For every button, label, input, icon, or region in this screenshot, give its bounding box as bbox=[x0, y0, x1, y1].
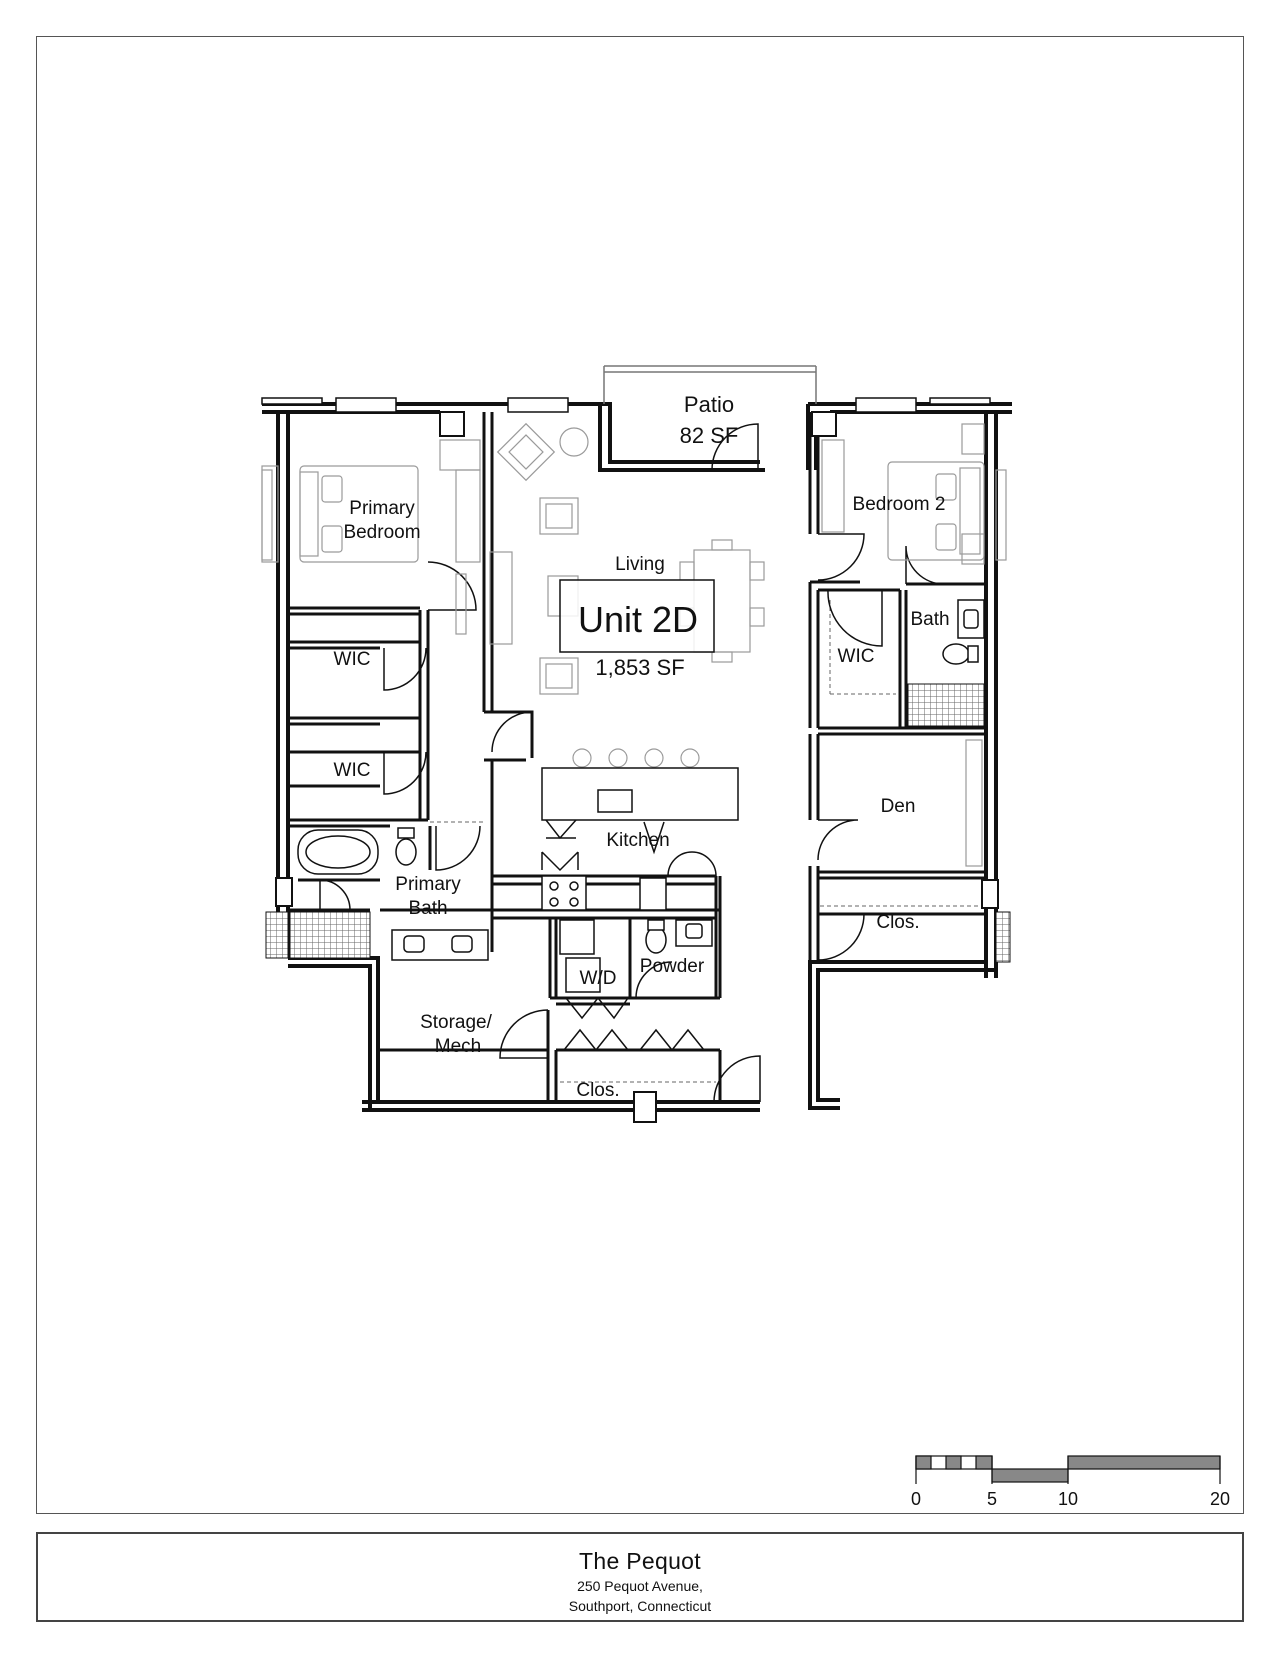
unit-label-box bbox=[559, 579, 715, 653]
unit-name: Unit 2D bbox=[578, 599, 698, 640]
scale-tick-0: 0 bbox=[911, 1489, 921, 1509]
kitchen-fixtures bbox=[541, 767, 739, 911]
closet-label-right: Clos. bbox=[876, 912, 919, 933]
sheet-frame bbox=[36, 36, 1244, 1514]
scale-tick-20: 20 bbox=[1210, 1489, 1230, 1509]
primary-bedroom-label-line2: Bedroom bbox=[343, 522, 420, 543]
kitchen-label: Kitchen bbox=[606, 830, 669, 851]
wic-label-3: WIC bbox=[838, 646, 875, 667]
primary-bath-label-line1: Primary bbox=[395, 874, 461, 895]
scale-tick-10: 10 bbox=[1058, 1489, 1078, 1509]
bath-fixtures bbox=[297, 599, 985, 993]
storage-mech-label-line2: Mech bbox=[435, 1036, 481, 1057]
columns bbox=[275, 411, 999, 1123]
scale-bar: 0 5 10 20 bbox=[911, 1455, 1230, 1509]
storage-mech-label-line1: Storage/ bbox=[420, 1012, 493, 1033]
powder-label: Powder bbox=[640, 956, 705, 977]
windows bbox=[261, 397, 991, 413]
address-line-1: 250 Pequot Avenue, bbox=[577, 1578, 703, 1594]
bedroom-2-label: Bedroom 2 bbox=[853, 494, 946, 515]
door-swings bbox=[319, 423, 945, 1103]
primary-bedroom-label-line1: Primary bbox=[349, 498, 415, 519]
patio-area: 82 SF bbox=[680, 423, 739, 448]
closet-label-bottom: Clos. bbox=[576, 1080, 619, 1101]
wd-label: W/D bbox=[580, 968, 617, 989]
title-block: The Pequot 250 Pequot Avenue, Southport,… bbox=[36, 1532, 1244, 1622]
living-label: Living bbox=[615, 554, 665, 575]
address-line-2: Southport, Connecticut bbox=[568, 1598, 712, 1614]
wic-label-2: WIC bbox=[334, 760, 371, 781]
primary-bath-label-line2: Bath bbox=[408, 898, 447, 919]
den-label: Den bbox=[881, 796, 916, 817]
patio-railing bbox=[603, 365, 817, 404]
unit-area: 1,853 SF bbox=[595, 655, 684, 680]
dashed-lines bbox=[430, 600, 984, 1083]
patio-label: Patio bbox=[684, 392, 734, 417]
scale-tick-5: 5 bbox=[987, 1489, 997, 1509]
wic-label-1: WIC bbox=[334, 649, 371, 670]
furniture bbox=[261, 422, 1007, 867]
shower-tiles bbox=[265, 683, 1011, 963]
project-title: The Pequot bbox=[579, 1548, 701, 1574]
bath-label: Bath bbox=[910, 609, 949, 630]
